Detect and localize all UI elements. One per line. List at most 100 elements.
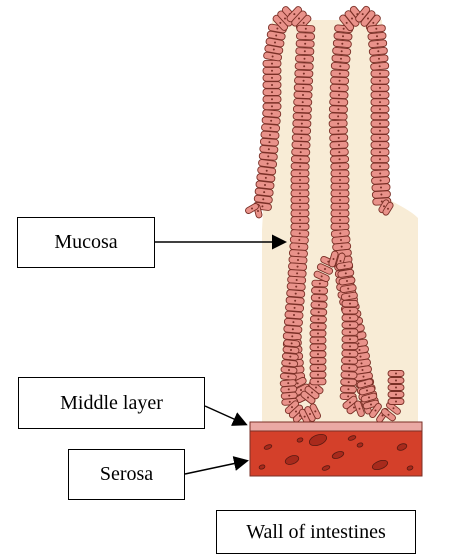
cell-nucleus (379, 80, 381, 82)
cell-nucleus (338, 87, 340, 89)
cell-nucleus (302, 87, 304, 89)
cell-nucleus (301, 115, 303, 117)
cell-nucleus (349, 353, 351, 355)
cell-nucleus (271, 98, 273, 100)
cell-nucleus (337, 123, 339, 125)
cell-nucleus (349, 360, 351, 362)
cell-nucleus (304, 43, 306, 45)
cell-nucleus (304, 50, 306, 52)
cell-nucleus (302, 94, 304, 96)
cell-nucleus (305, 35, 307, 37)
cell-nucleus (395, 401, 397, 403)
cell-nucleus (379, 65, 381, 67)
cell-nucleus (379, 87, 381, 89)
cell-nucleus (337, 130, 339, 132)
cell-nucleus (299, 199, 301, 201)
cell-nucleus (298, 18, 300, 20)
cell-nucleus (309, 413, 311, 415)
cell-nucleus (315, 387, 317, 389)
cell-nucleus (276, 28, 278, 30)
cell-nucleus (303, 80, 305, 82)
cell-nucleus (319, 290, 321, 292)
cell-nucleus (339, 186, 341, 188)
cell-nucleus (339, 158, 341, 160)
cell-nucleus (362, 369, 364, 371)
cell-nucleus (301, 123, 303, 125)
cell-nucleus (271, 84, 273, 86)
cell-nucleus (349, 338, 351, 340)
cell-nucleus (317, 367, 319, 369)
cell-nucleus (268, 141, 270, 143)
cell-nucleus (305, 28, 307, 30)
cell-nucleus (299, 172, 301, 174)
cell-nucleus (376, 35, 378, 37)
cell-nucleus (317, 374, 319, 376)
cell-nucleus (379, 130, 381, 132)
cell-nucleus (380, 194, 382, 196)
cell-nucleus (395, 394, 397, 396)
cell-nucleus (339, 226, 341, 228)
cell-nucleus (345, 272, 347, 274)
cell-nucleus (349, 303, 351, 305)
cell-nucleus (370, 404, 372, 406)
cell-nucleus (274, 42, 276, 44)
cell-nucleus (307, 397, 309, 399)
cell-nucleus (294, 307, 296, 309)
cell-nucleus (294, 300, 296, 302)
cell-nucleus (266, 170, 268, 172)
cell-nucleus (300, 151, 302, 153)
cell-nucleus (351, 18, 353, 20)
cell-nucleus (317, 318, 319, 320)
cell-nucleus (377, 50, 379, 52)
cell-nucleus (379, 151, 381, 153)
cell-nucleus (379, 173, 381, 175)
cell-nucleus (257, 210, 259, 212)
cell-nucleus (288, 388, 290, 390)
cell-nucleus (353, 407, 355, 409)
cell-nucleus (349, 345, 351, 347)
cell-nucleus (359, 408, 361, 410)
cell-nucleus (364, 383, 366, 385)
cell-nucleus (379, 94, 381, 96)
cell-nucleus (379, 101, 381, 103)
cell-nucleus (383, 205, 385, 207)
cell-nucleus (288, 369, 290, 371)
cell-nucleus (348, 374, 350, 376)
cell-nucleus (379, 73, 381, 75)
cell-nucleus (292, 328, 294, 330)
cell-nucleus (346, 280, 348, 282)
cell-nucleus (297, 382, 299, 384)
cell-nucleus (288, 395, 290, 397)
cell-nucleus (347, 388, 349, 390)
cell-nucleus (299, 158, 301, 160)
cell-nucleus (375, 410, 377, 412)
cell-nucleus (299, 226, 301, 228)
cell-nucleus (340, 239, 342, 241)
cell-nucleus (300, 137, 302, 139)
cell-nucleus (341, 43, 343, 45)
cell-nucleus (321, 275, 323, 277)
cell-nucleus (372, 22, 374, 24)
cell-nucleus (393, 407, 395, 409)
cell-nucleus (378, 58, 380, 60)
mucosa-label: Mucosa (17, 217, 155, 268)
cell-nucleus (346, 22, 348, 24)
cell-nucleus (251, 208, 253, 210)
cell-nucleus (299, 206, 301, 208)
cell-nucleus (339, 199, 341, 201)
cell-nucleus (340, 58, 342, 60)
cell-nucleus (339, 80, 341, 82)
cell-nucleus (348, 295, 350, 297)
cell-nucleus (343, 28, 345, 30)
cell-nucleus (299, 219, 301, 221)
cell-nucleus (297, 266, 299, 268)
cell-nucleus (395, 380, 397, 382)
middle-layer-arrow (205, 406, 245, 424)
cell-nucleus (299, 165, 301, 167)
cell-nucleus (333, 258, 335, 260)
cell-nucleus (379, 123, 381, 125)
cell-nucleus (275, 35, 277, 37)
cell-nucleus (338, 151, 340, 153)
cell-nucleus (379, 165, 381, 167)
cell-nucleus (296, 272, 298, 274)
